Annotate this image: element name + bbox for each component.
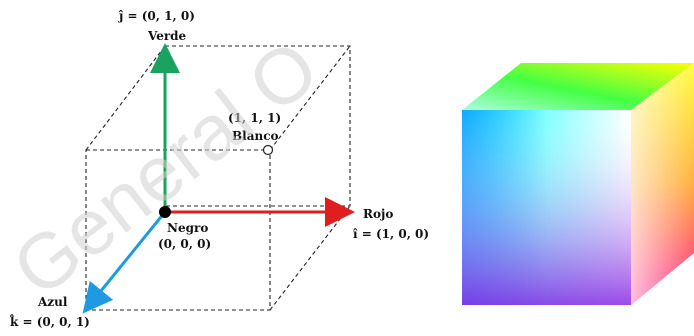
cube-right-face-shading (631, 63, 694, 305)
front-face-edges (85, 149, 271, 311)
cube-front-face-violet-tint (462, 110, 631, 305)
cube-edge (269, 205, 351, 311)
cube-edge (85, 45, 166, 151)
white-point-coord-label: (1, 1, 1) (228, 111, 281, 125)
red-axis-label: Rojo (363, 207, 393, 221)
i-vector-label: î = (1, 0, 0) (353, 227, 429, 241)
cube-edge (269, 45, 351, 151)
cube-top-face (462, 63, 694, 110)
origin-name-label: Negro (167, 221, 208, 235)
white-corner-point (262, 144, 274, 156)
green-axis-label: Verde (147, 29, 187, 43)
origin-point (159, 206, 171, 218)
white-point-name-label: Blanco (232, 129, 279, 143)
back-face-edges (164, 45, 351, 207)
blue-axis-label: Azul (37, 295, 68, 309)
wireframe-cube (85, 45, 351, 311)
origin-coord-label: (0, 0, 0) (158, 237, 211, 251)
k-vector-label: k̂ = (0, 0, 1) (9, 313, 90, 329)
shaded-color-cube (462, 63, 694, 305)
j-vector-label: ĵ = (0, 1, 0) (118, 9, 195, 23)
blue-axis-arrow (82, 211, 167, 314)
